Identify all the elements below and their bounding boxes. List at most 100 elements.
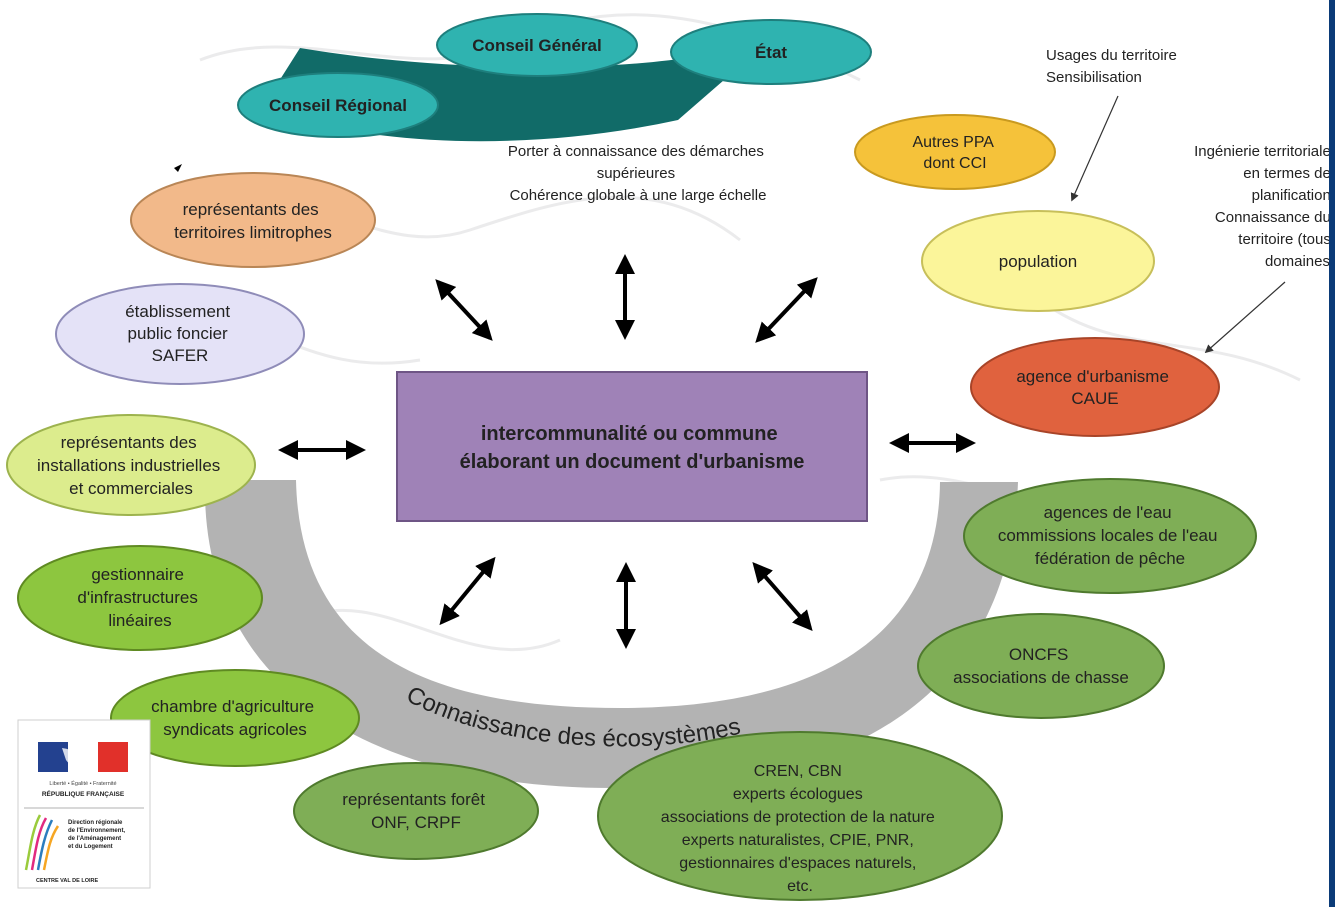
svg-text:représentants forêt ONF,: représentants forêt ONF, CRPF <box>342 790 489 832</box>
territoires-limitrophes-node: représentants des territoires limitrophe… <box>130 172 376 268</box>
eau-line-3: fédération de pêche <box>1035 549 1185 568</box>
etablissement-line-2: public foncier <box>128 324 229 343</box>
ingenierie-line-3: planification <box>1252 187 1331 204</box>
ingenierie-note: Ingénierie territoriale en termes de pla… <box>1194 143 1335 270</box>
arrow-lower-left <box>439 556 496 626</box>
porter-line-3: Cohérence globale à une large échelle <box>510 187 767 204</box>
etablissement-line-1: établissement <box>125 302 230 321</box>
usages-line-1: Usages du territoire <box>1046 47 1177 64</box>
marianne-logo <box>38 742 128 772</box>
svg-text:agences de l'eau commiss: agences de l'eau commissions locales de … <box>998 503 1222 568</box>
ecosystem-arc <box>204 480 1019 789</box>
installations-line-1: représentants des <box>61 433 197 452</box>
oncfs-line-1: ONCFS <box>1009 645 1069 664</box>
porter-text: Porter à connaissance des démarches supé… <box>508 143 768 204</box>
installations-line-2: installations industrielles <box>37 456 220 475</box>
oncfs-node: ONCFS associations de chasse <box>917 613 1165 719</box>
conseil-regional-label: Conseil Régional <box>269 96 407 115</box>
eau-line-1: agences de l'eau <box>1044 503 1172 522</box>
center-node: intercommunalité ou commune élaborant un… <box>396 371 868 522</box>
dreal-text: Direction régionale de l'Environnement, … <box>68 820 127 850</box>
foret-node: représentants forêt ONF, CRPF <box>293 762 539 860</box>
infrastructures-line-2: d'infrastructures <box>77 588 197 607</box>
autres-ppa-line-2: dont CCI <box>923 155 986 172</box>
cren-line-4: experts naturalistes, CPIE, PNR, <box>682 832 914 849</box>
territoires-line-2: territoires limitrophes <box>174 223 332 242</box>
cren-line-1: CREN, CBN <box>754 763 842 780</box>
center-line-2: élaborant un document d'urbanisme <box>460 451 805 473</box>
autres-ppa-node: Autres PPA dont CCI <box>854 114 1056 190</box>
ingenierie-pointer <box>1204 281 1286 354</box>
etablissement-foncier-node: établissement public foncier SAFER <box>55 283 305 385</box>
population-node: population <box>921 210 1155 312</box>
territoires-line-1: représentants des <box>183 200 319 219</box>
svg-text:établissement public fon: établissement public foncier SAFER <box>125 302 235 365</box>
agence-urbanisme-line-1: agence d'urbanisme <box>1016 367 1169 386</box>
agence-urbanisme-node: agence d'urbanisme CAUE <box>970 337 1220 437</box>
autres-ppa-line-1: Autres PPA <box>912 134 994 151</box>
svg-text:CREN, CBN experts écolog: CREN, CBN experts écologues associations… <box>661 763 939 895</box>
etat-label: État <box>755 43 787 62</box>
dreal-line-2: de l'Environnement, <box>68 828 125 834</box>
agriculture-node: chambre d'agriculture syndicats agricole… <box>110 669 360 767</box>
cren-node: CREN, CBN experts écologues associations… <box>597 731 1003 901</box>
etablissement-line-3: SAFER <box>152 346 209 365</box>
dreal-line-1: Direction régionale <box>68 820 123 826</box>
ingenierie-line-1: Ingénierie territoriale <box>1194 143 1331 160</box>
conseil-regional-node: Conseil Régional <box>237 72 439 138</box>
svg-text:agence d'urbanisme CAUE: agence d'urbanisme CAUE <box>1016 367 1173 408</box>
cren-line-3: associations de protection de la nature <box>661 809 935 826</box>
oncfs-line-2: associations de chasse <box>953 668 1129 687</box>
arrow-upper-left <box>435 279 493 341</box>
ingenierie-line-2: en termes de <box>1243 165 1331 182</box>
svg-text:chambre d'agriculture sy: chambre d'agriculture syndicats agricole… <box>151 697 319 739</box>
svg-text:ONCFS associations de ch: ONCFS associations de chasse <box>953 645 1129 687</box>
agence-urbanisme-line-2: CAUE <box>1071 389 1118 408</box>
ingenierie-line-5: territoire (tous <box>1238 231 1331 248</box>
population-label: population <box>999 252 1077 271</box>
dreal-line-3: de l'Aménagement <box>68 836 121 842</box>
logo-motto: Liberté • Égalité • Fraternité <box>49 780 116 787</box>
logo-republique: RÉPUBLIQUE FRANÇAISE <box>42 789 125 798</box>
etat-node: État <box>670 19 872 85</box>
conseil-general-node: Conseil Général <box>436 13 638 77</box>
logo-block: Liberté • Égalité • Fraternité RÉPUBLIQU… <box>17 719 151 889</box>
installations-line-3: et commerciales <box>69 479 193 498</box>
agriculture-line-1: chambre d'agriculture <box>151 697 314 716</box>
infrastructures-node: gestionnaire d'infrastructures linéaires <box>17 545 263 651</box>
arrow-upper-right <box>755 277 818 343</box>
cren-line-5: gestionnaires d'espaces naturels, <box>679 855 916 872</box>
center-line-1: intercommunalité ou commune <box>481 423 778 445</box>
svg-text:intercommunalité ou commune: intercommunalité ou commune élaborant un… <box>460 423 805 473</box>
agriculture-line-2: syndicats agricoles <box>163 720 307 739</box>
cren-line-6: etc. <box>787 878 813 895</box>
cren-line-2: experts écologues <box>733 786 863 803</box>
foret-line-1: représentants forêt <box>342 790 485 809</box>
dreal-stripes-logo <box>24 814 60 871</box>
eau-line-2: commissions locales de l'eau <box>998 526 1218 545</box>
svg-text:représentants des territ: représentants des territoires limitrophe… <box>174 200 332 242</box>
installations-node: représentants des installations industri… <box>6 414 256 516</box>
porter-line-2: supérieures <box>597 165 675 182</box>
relation-arrows <box>278 254 976 649</box>
dreal-line-4: et du Logement <box>68 844 113 850</box>
conseil-general-label: Conseil Général <box>472 36 601 55</box>
arrow-lower-right <box>752 561 813 632</box>
edge-fragment-icon <box>174 164 182 172</box>
infrastructures-line-1: gestionnaire <box>91 565 184 584</box>
foret-line-2: ONF, CRPF <box>371 813 461 832</box>
usages-line-2: Sensibilisation <box>1046 69 1142 86</box>
ingenierie-line-4: Connaissance du <box>1215 209 1331 226</box>
usages-pointer <box>1070 95 1119 202</box>
infrastructures-line-3: linéaires <box>108 611 171 630</box>
right-edge-frame <box>1329 0 1335 907</box>
eau-node: agences de l'eau commissions locales de … <box>963 478 1257 594</box>
logo-region: CENTRE VAL DE LOIRE <box>36 878 98 884</box>
usages-note: Usages du territoire Sensibilisation <box>1046 47 1181 86</box>
svg-text:représentants des instal: représentants des installations industri… <box>37 433 225 498</box>
svg-text:Autres PPA dont CCI: Autres PPA dont CCI <box>912 134 997 172</box>
svg-text:gestionnaire d'infrastru: gestionnaire d'infrastructures linéaires <box>77 565 202 630</box>
porter-line-1: Porter à connaissance des démarches <box>508 143 764 160</box>
ingenierie-line-6: domaines) <box>1265 253 1335 270</box>
